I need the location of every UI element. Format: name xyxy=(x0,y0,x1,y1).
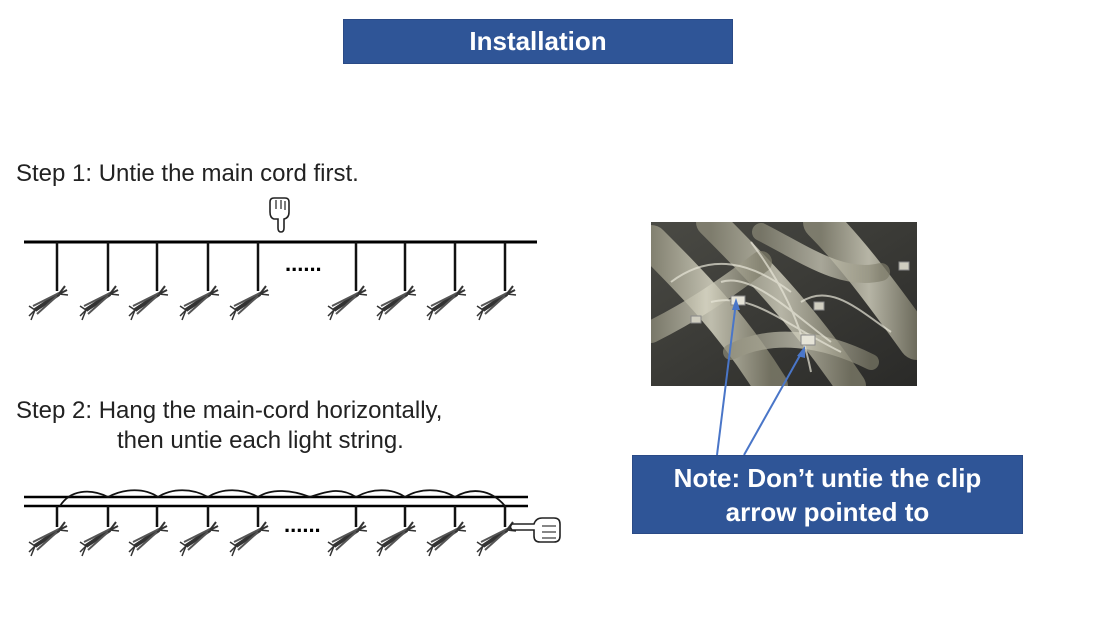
step-2-ellipsis: ...... xyxy=(284,512,321,537)
note-line-1: Note: Don’t untie the clip xyxy=(673,462,982,493)
step-1-diagram: ...... xyxy=(24,197,537,322)
clip-right xyxy=(800,334,816,346)
light-strings-left xyxy=(27,242,271,322)
page-title-text: Installation xyxy=(469,26,607,56)
pointing-hand-left-icon xyxy=(509,517,561,543)
step-1-label: Step 1: Untie the main cord first. xyxy=(16,160,359,187)
note-line-2: arrow pointed to xyxy=(725,496,930,527)
light-strings-right xyxy=(326,242,518,322)
step-2-label-line-1: Step 2: Hang the main-cord horizontally, xyxy=(16,397,443,424)
clip-photo-illustration xyxy=(651,222,917,386)
clip-left xyxy=(730,295,746,306)
pointing-hand-down-icon xyxy=(269,197,290,233)
step-2-diagram: ...... xyxy=(24,489,561,558)
page-title: Installation xyxy=(343,19,733,64)
clip-photo xyxy=(651,222,917,386)
note-callout: Note: Don’t untie the clip arrow pointed… xyxy=(632,455,1023,534)
step-1-ellipsis: ...... xyxy=(285,251,322,276)
step-2-label-line-2: then untie each light string. xyxy=(117,427,404,454)
step-2-light-strings xyxy=(27,506,518,558)
